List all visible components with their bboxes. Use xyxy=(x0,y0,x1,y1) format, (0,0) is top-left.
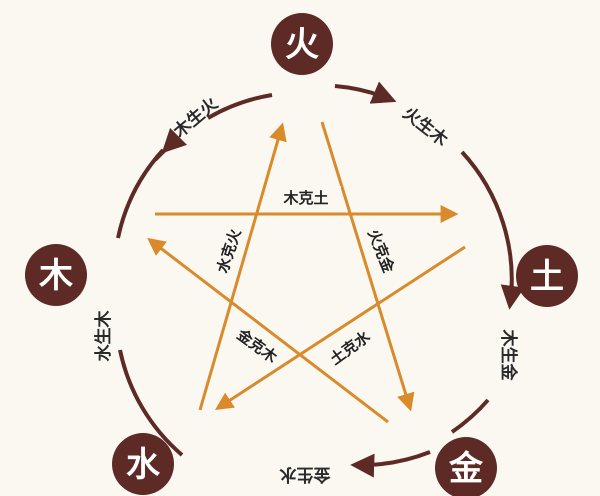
arrow-metal-controls-wood xyxy=(147,237,389,424)
node-wood: 木 xyxy=(25,244,87,306)
arrow-earth-to-metal xyxy=(450,398,490,434)
label-bg-wood-earth xyxy=(271,186,341,208)
label-wood-generates-fire: 木生火 xyxy=(169,93,223,143)
node-earth: 土 xyxy=(516,245,578,307)
node-wood-circle xyxy=(25,244,87,306)
arrow-water-to-wood-tip xyxy=(153,127,188,162)
node-earth-label: 土 xyxy=(530,257,564,297)
arrow-earth-controls-water xyxy=(214,245,466,410)
node-earth-circle xyxy=(516,245,578,307)
node-metal: 金 xyxy=(435,437,497,496)
arrow-wood-to-fire-upper xyxy=(206,93,273,120)
arrow-metal-to-water xyxy=(350,450,431,478)
arrow-fire-to-earth-lower xyxy=(460,150,525,310)
node-wood-label: 木 xyxy=(38,256,73,296)
node-fire: 火 xyxy=(271,13,333,75)
arrow-water-controls-fire xyxy=(198,122,287,411)
label-wood-controls-earth: 木克土 xyxy=(282,189,328,207)
label-fire-controls-metal: 火克金 xyxy=(364,227,398,276)
node-water-circle xyxy=(112,433,174,495)
arrow-fire-controls-metal xyxy=(320,121,415,412)
arrow-fire-to-earth xyxy=(334,81,397,104)
node-water: 水 xyxy=(112,433,174,495)
arrow-water-to-wood xyxy=(118,349,184,457)
label-earth-metal: 木生金 xyxy=(498,329,519,382)
node-metal-label: 金 xyxy=(448,449,484,489)
generating-cycle-arrows xyxy=(116,81,525,478)
label-fire-earth: 火生木 xyxy=(399,103,453,152)
node-water-label: 水 xyxy=(126,445,161,485)
label-metal-water: 金生水 xyxy=(279,464,332,485)
node-fire-label: 火 xyxy=(285,25,319,65)
controlling-cycle-star xyxy=(147,121,466,424)
node-metal-circle xyxy=(435,437,497,496)
label-water-generates-wood: 水生木 xyxy=(93,310,114,362)
label-metal-controls-wood: 金克木 xyxy=(233,325,282,367)
arrow-wood-to-fire xyxy=(116,148,165,239)
node-fire-circle xyxy=(271,13,333,75)
